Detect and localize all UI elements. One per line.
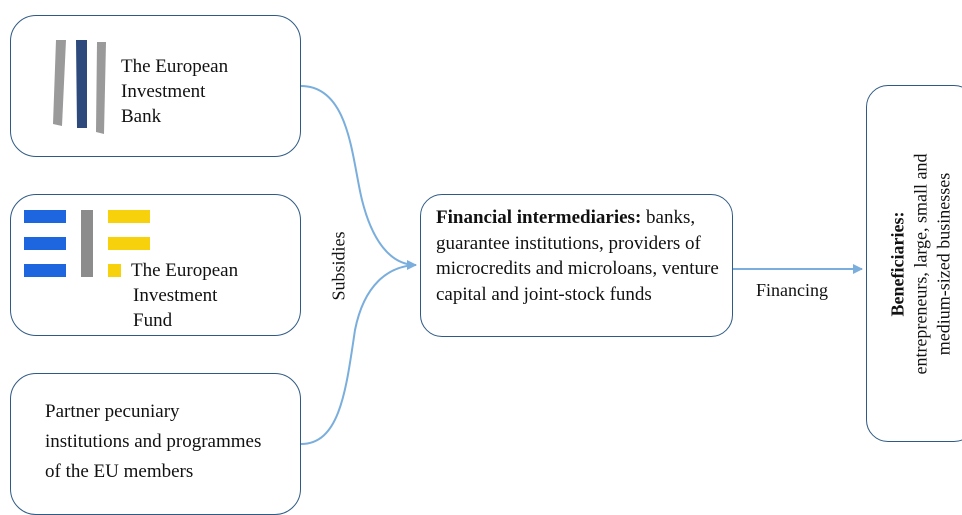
partner-label-line: of the EU members [45,461,194,482]
subsidies-label: Subsidies [328,231,349,301]
intermediaries-line1-rest: banks, [641,207,696,228]
edge-partner-to-intermediaries [300,264,417,445]
eib-label-line: Bank [121,106,162,127]
node-beneficiaries [866,85,962,442]
partner-label-line: Partner pecuniary [45,401,180,422]
edge-eib-to-intermediaries [300,85,417,270]
eib-label-line: Investment [121,81,206,102]
node-financial-intermediaries [420,194,733,337]
intermediaries-label-line: Financial intermediaries: banks, [436,205,719,231]
eif-label: The European Investment Fund [131,258,238,333]
eif-logo-icon [24,210,150,277]
eib-label: The European Investment Bank [121,54,228,129]
beneficiaries-title: Beneficiaries: [887,211,908,317]
node-partner-institutions [10,373,301,515]
financing-label: Financing [756,280,828,300]
partner-label: Partner pecuniary institutions and progr… [45,397,261,487]
intermediaries-label-line: microcredits and microloans, venture [436,258,719,279]
beneficiaries-label-line: entrepreneurs, large, small and [910,153,931,375]
intermediaries-label-line: capital and joint-stock funds [436,283,652,305]
intermediaries-title: Financial intermediaries: [436,207,642,228]
eib-label-line: The European [121,56,229,77]
eif-label-line: The European [131,260,239,281]
partner-label-line: institutions and programmes [45,431,262,452]
beneficiaries-label: Beneficiaries: entrepreneurs, large, sma… [887,153,956,374]
beneficiaries-label-line: medium-sized businesses [933,172,954,356]
intermediaries-label-line: guarantee institutions, providers of [436,232,701,254]
eif-label-line: Fund [133,310,173,331]
intermediaries-label: Financial intermediaries: banks, guarant… [436,205,719,307]
eif-label-line: Investment [133,285,218,306]
eib-logo-icon [53,40,106,134]
